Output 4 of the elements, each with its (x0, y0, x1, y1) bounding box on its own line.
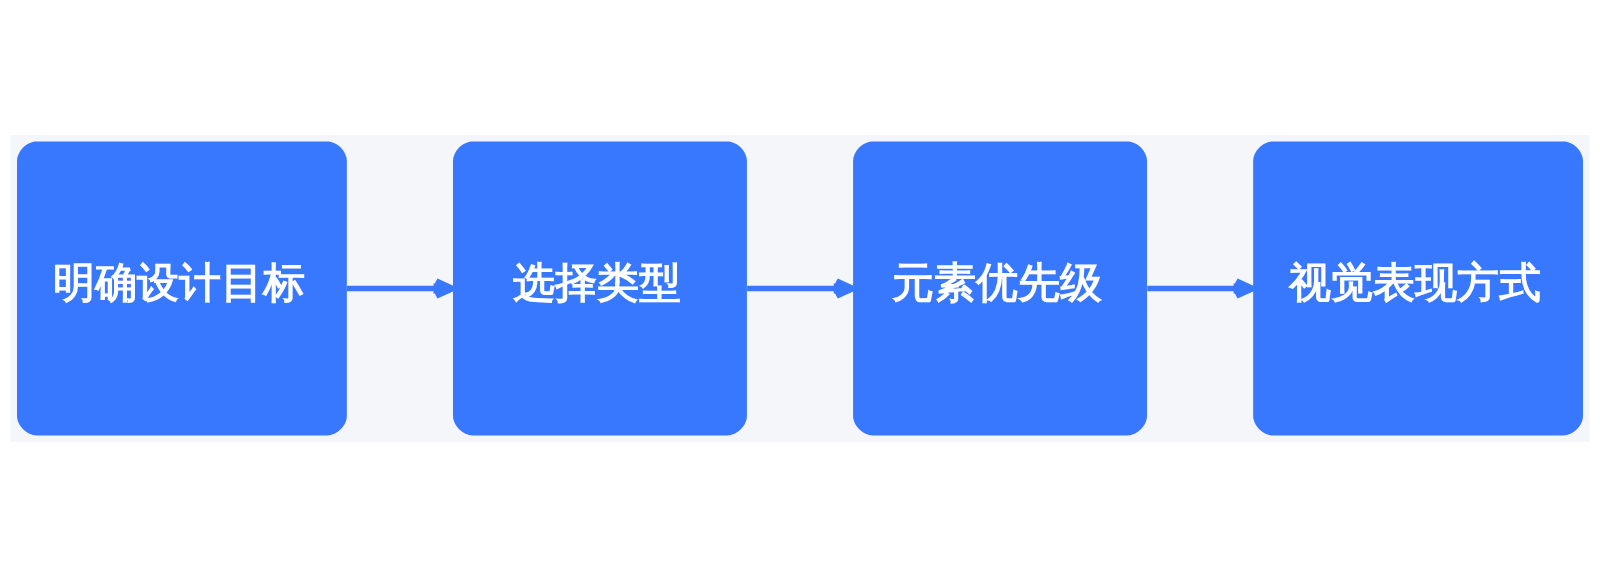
node-box: 明确设计目标 (17, 141, 347, 435)
node-box: 选择类型 (453, 141, 747, 435)
node-box: 元素优先级 (853, 141, 1147, 435)
node-box: 视觉表现方式 (1253, 141, 1583, 435)
